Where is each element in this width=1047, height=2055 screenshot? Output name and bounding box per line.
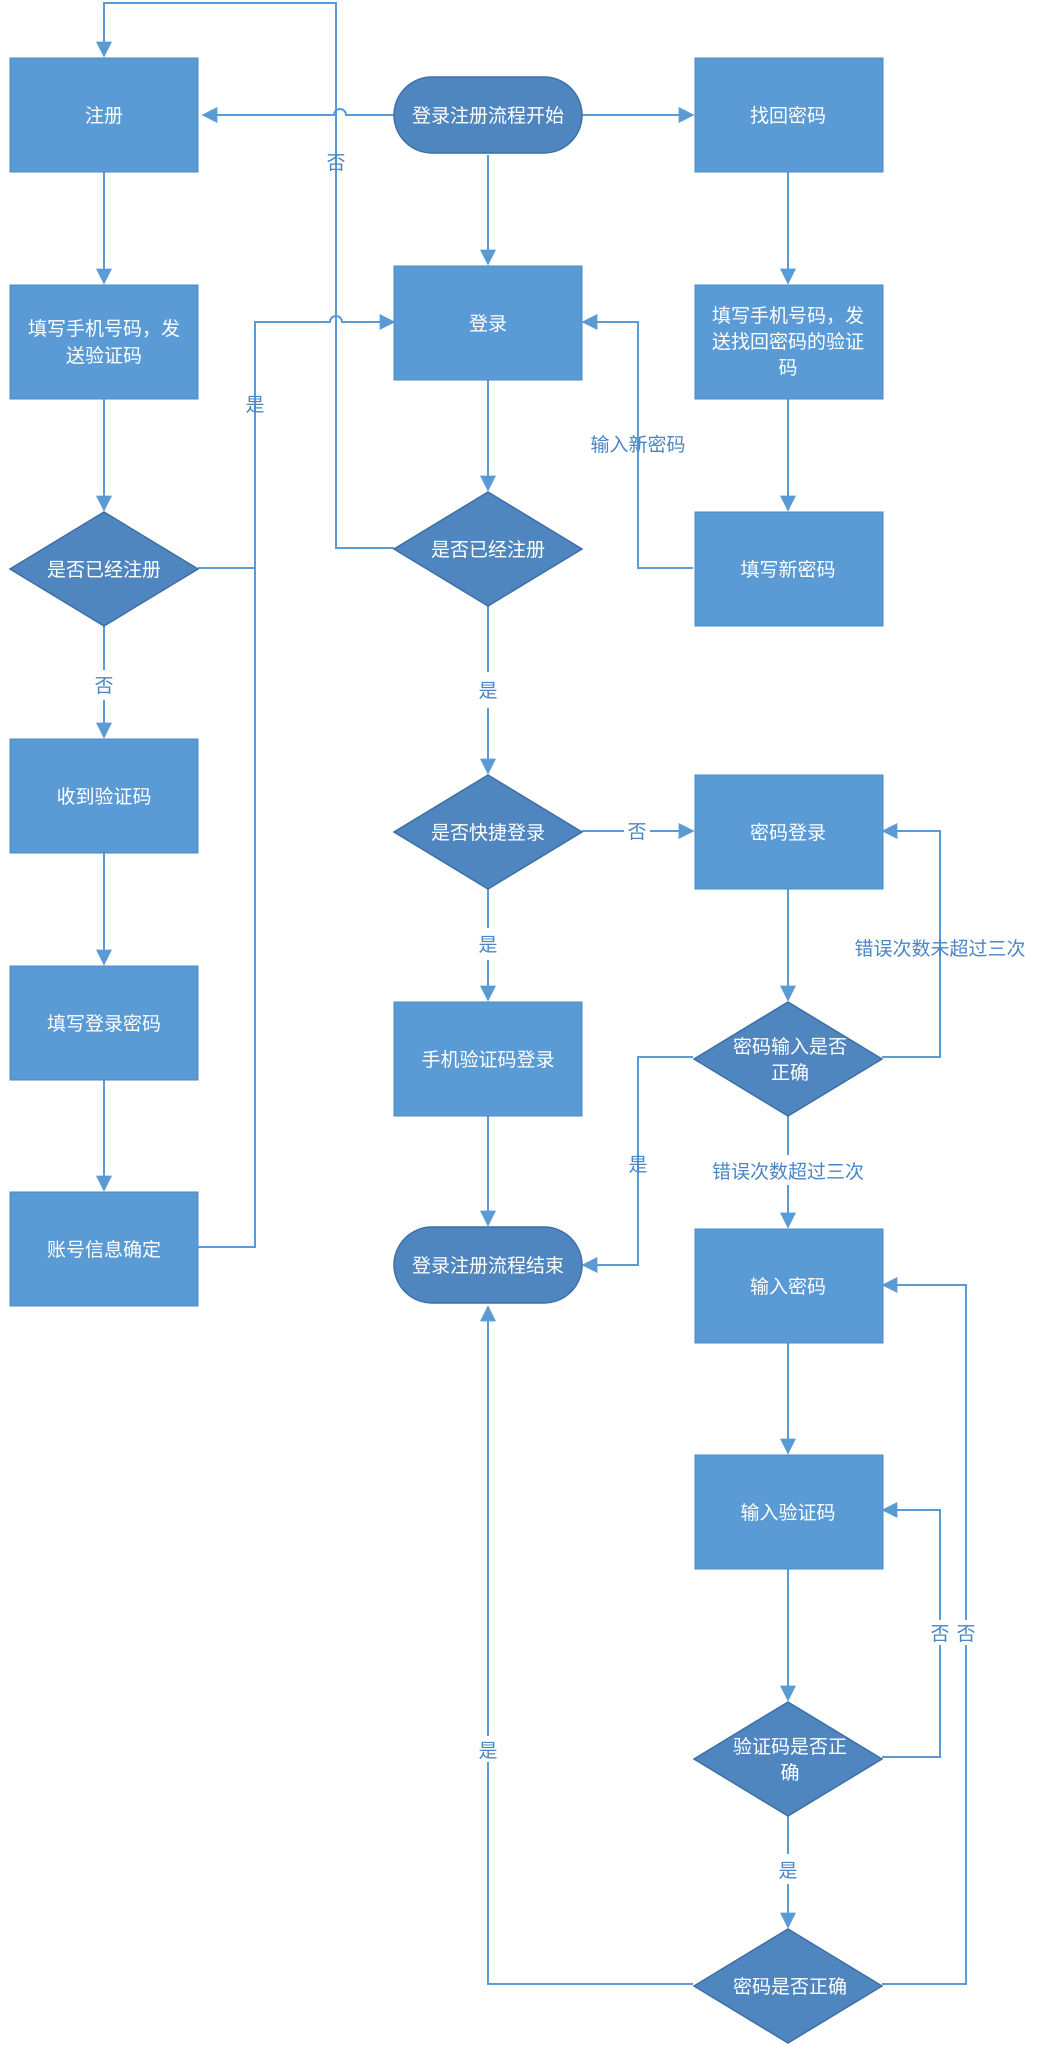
fill-phone-reset-label-line3: 码 xyxy=(778,357,797,379)
account-confirm-label: 账号信息确定 xyxy=(47,1239,161,1261)
start-terminal: 登录注册流程开始 xyxy=(393,76,583,154)
receive-code-label: 收到验证码 xyxy=(56,786,151,808)
end-terminal: 登录注册流程结束 xyxy=(393,1226,583,1304)
edge-final-yes-to-end xyxy=(487,1762,693,1985)
final-password-correct-label: 密码是否正确 xyxy=(733,1976,847,1998)
password-correct-decision: 密码输入是否 正确 xyxy=(692,1001,884,1117)
edge-errors-not-exceeded-to-password-login xyxy=(881,823,941,1058)
edge-label-errors-not-exceeded: 错误次数未超过三次 xyxy=(854,938,1025,960)
enter-code-process: 输入验证码 xyxy=(694,1454,884,1570)
set-login-password-process: 填写登录密码 xyxy=(9,965,199,1081)
start-label: 登录注册流程开始 xyxy=(412,105,564,127)
edge-registered-yes-to-login xyxy=(198,314,396,569)
end-label: 登录注册流程结束 xyxy=(412,1255,564,1277)
password-correct-label-line2: 正确 xyxy=(771,1062,809,1084)
password-correct-label-line1: 密码输入是否 xyxy=(733,1036,847,1058)
find-password-process: 找回密码 xyxy=(694,57,884,173)
code-correct-decision: 验证码是否正 确 xyxy=(692,1701,884,1817)
set-login-password-label: 填写登录密码 xyxy=(47,1013,161,1035)
edge-label-errors-exceeded: 错误次数超过三次 xyxy=(712,1161,864,1183)
fill-new-password-label: 填写新密码 xyxy=(740,559,835,581)
fill-phone-label-line2: 送验证码 xyxy=(66,345,142,367)
password-login-label: 密码登录 xyxy=(750,822,826,844)
receive-code-process: 收到验证码 xyxy=(9,738,199,854)
quick-login-decision: 是否快捷登录 xyxy=(392,774,584,890)
fill-phone-reset-label-line1: 填写手机号码，发 xyxy=(712,305,864,327)
final-password-correct-decision: 密码是否正确 xyxy=(692,1928,884,2044)
code-correct-label-line1: 验证码是否正 xyxy=(733,1736,847,1758)
is-registered-center-decision: 是否已经注册 xyxy=(392,491,584,607)
edge-code-no-to-enter-code xyxy=(882,1645,941,1758)
edge-label-yes-code: 是 xyxy=(778,1860,797,1882)
edge-code-no-to-enter-code-2 xyxy=(881,1502,941,1620)
edge-new-password-to-login xyxy=(581,314,693,569)
register-label: 注册 xyxy=(85,105,123,127)
fill-phone-process: 填写手机号码，发 送验证码 xyxy=(9,284,199,400)
edge-label-no-code: 否 xyxy=(930,1623,949,1645)
edge-label-no-left: 否 xyxy=(94,675,113,697)
edge-final-no-to-enter-password-2 xyxy=(881,1277,967,1620)
edge-account-confirm-to-login xyxy=(198,568,256,1248)
edge-label-yes-left: 是 xyxy=(245,394,264,416)
edge-final-no-to-enter-password xyxy=(882,1645,967,1985)
edge-label-yes-password: 是 xyxy=(628,1154,647,1176)
edge-center-registered-no-to-register xyxy=(96,2,394,549)
edge-label-no-final: 否 xyxy=(956,1623,975,1645)
password-login-process: 密码登录 xyxy=(694,774,884,890)
account-confirm-process: 账号信息确定 xyxy=(9,1191,199,1307)
register-process: 注册 xyxy=(9,57,199,173)
enter-password-label: 输入密码 xyxy=(750,1276,826,1298)
edge-label-yes-final: 是 xyxy=(478,1740,497,1762)
edge-label-new-password: 输入新密码 xyxy=(590,434,685,456)
sms-login-label: 手机验证码登录 xyxy=(421,1049,554,1071)
fill-new-password-process: 填写新密码 xyxy=(694,511,884,627)
edge-label-yes-quick: 是 xyxy=(478,934,497,956)
sms-login-process: 手机验证码登录 xyxy=(393,1001,583,1117)
edge-label-no-quick: 否 xyxy=(627,821,646,843)
login-label: 登录 xyxy=(469,313,507,335)
is-registered-left-label: 是否已经注册 xyxy=(47,559,161,581)
fill-phone-reset-label-line2: 送找回密码的验证 xyxy=(712,331,864,353)
edge-label-no-top: 否 xyxy=(326,152,345,174)
login-process: 登录 xyxy=(393,265,583,381)
fill-phone-reset-process: 填写手机号码，发 送找回密码的验证 码 xyxy=(694,284,884,400)
quick-login-label: 是否快捷登录 xyxy=(431,822,545,844)
edge-start-to-register xyxy=(201,107,394,123)
code-correct-label-line2: 确 xyxy=(780,1762,799,1784)
enter-code-label: 输入验证码 xyxy=(740,1502,835,1524)
edge-label-yes-center: 是 xyxy=(478,680,497,702)
is-registered-center-label: 是否已经注册 xyxy=(431,539,545,561)
find-password-label: 找回密码 xyxy=(750,105,826,127)
fill-phone-label-line1: 填写手机号码，发 xyxy=(28,318,180,340)
is-registered-left-decision: 是否已经注册 xyxy=(8,511,200,627)
edge-password-yes-to-end xyxy=(581,1056,693,1273)
enter-password-process: 输入密码 xyxy=(694,1228,884,1344)
